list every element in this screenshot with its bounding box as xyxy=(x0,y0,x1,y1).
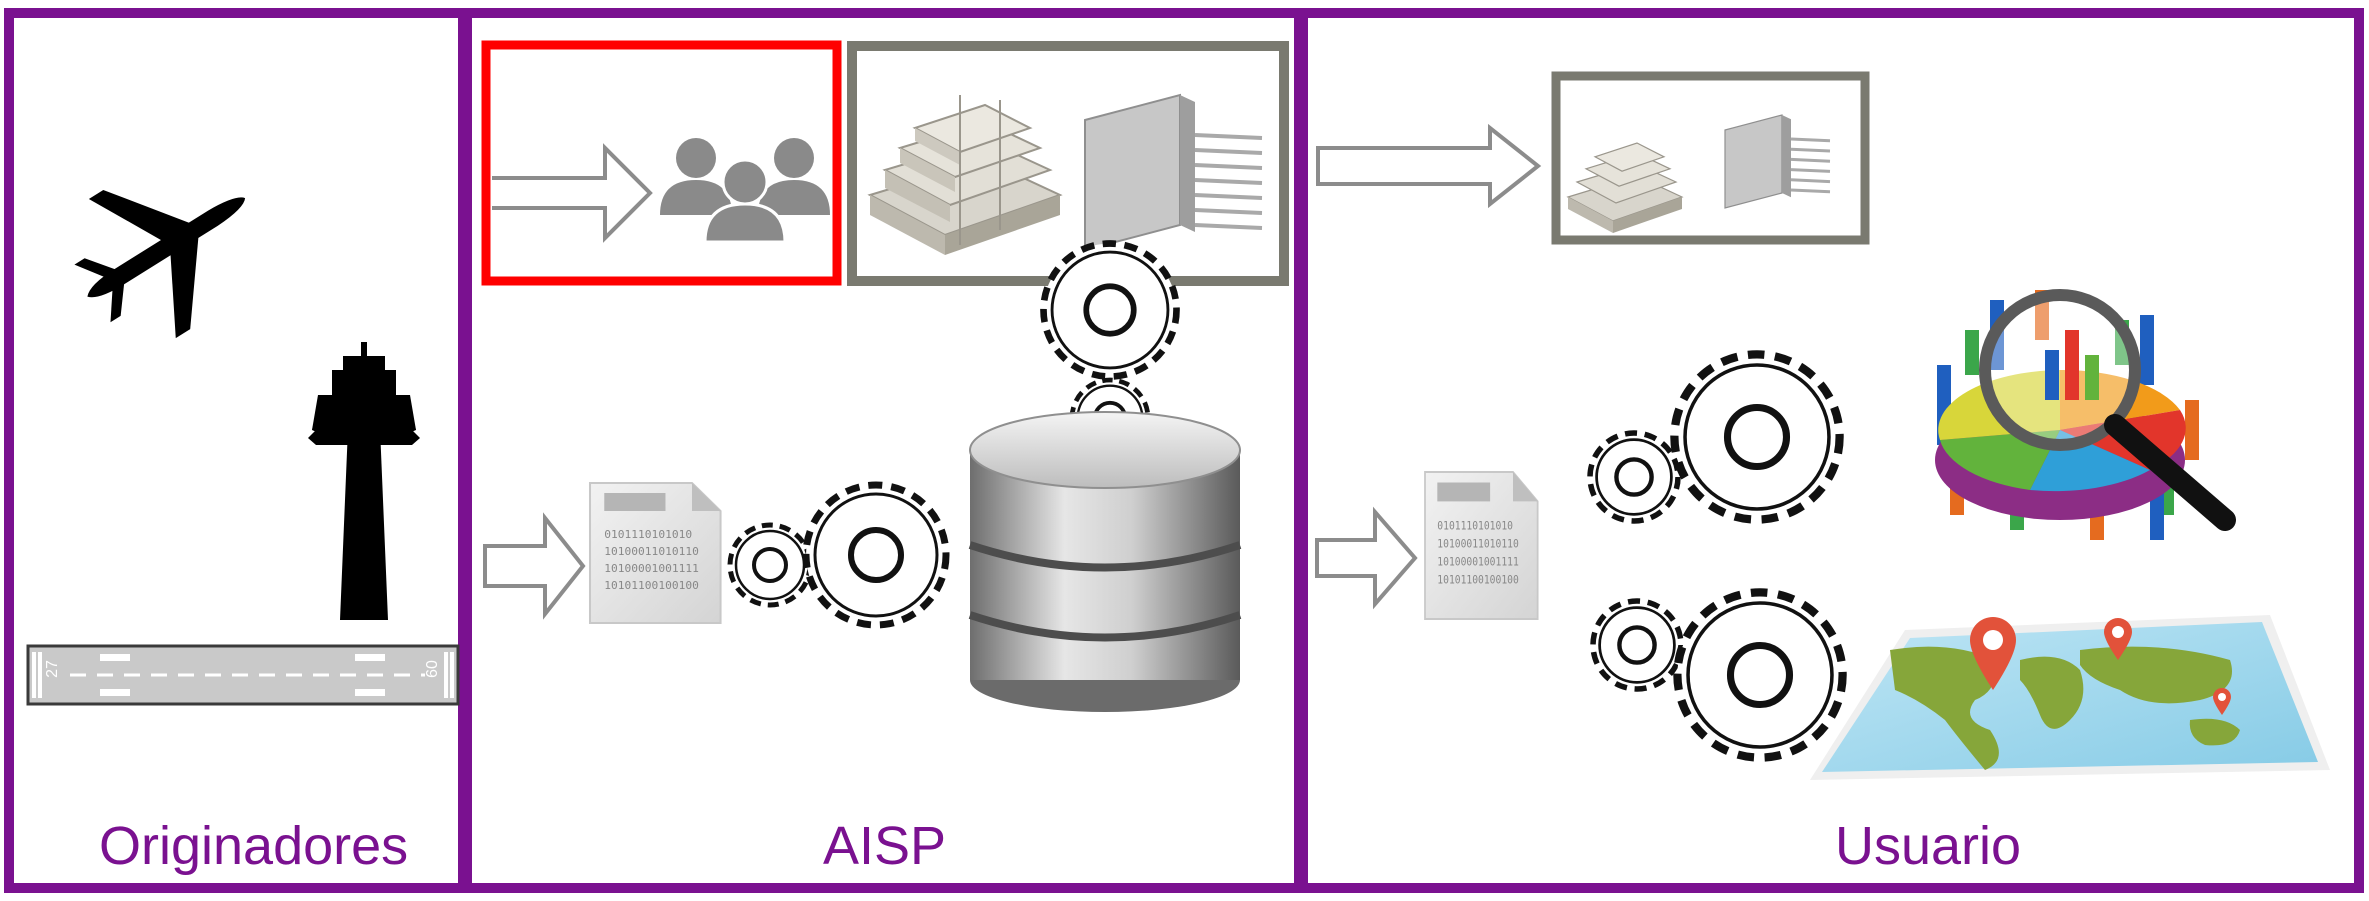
originadores-panel xyxy=(4,8,468,893)
originadores-label: Originadores xyxy=(99,816,409,876)
cd-binder-icon xyxy=(1084,93,1263,252)
cd-binder-icon xyxy=(1724,114,1831,209)
data-line: 10100011010110 xyxy=(1437,537,1518,551)
data-document-icon: 0101110101010 10100011010110 10100001001… xyxy=(1423,470,1539,621)
data-line: 10101100100100 xyxy=(604,579,699,592)
data-document-icon: 0101110101010 10100011010110 10100001001… xyxy=(588,481,722,625)
arrow-icon xyxy=(1315,506,1418,610)
arrow-icon xyxy=(1316,123,1542,209)
publications-stack-icon xyxy=(1566,142,1684,233)
aisp-label: AISP xyxy=(823,816,947,876)
highlight-box xyxy=(481,40,842,286)
runway-number-left: 27 xyxy=(43,660,61,678)
data-line: 10100001001111 xyxy=(604,562,699,575)
users-group-icon xyxy=(660,138,830,244)
gear-icon xyxy=(1044,244,1177,377)
runway-icon xyxy=(26,644,460,706)
gear-icon xyxy=(806,485,946,625)
data-line: 10101100100100 xyxy=(1437,572,1518,586)
airplane-icon xyxy=(74,189,246,339)
data-line: 10100001001111 xyxy=(1437,555,1518,569)
gear-icon xyxy=(730,525,810,605)
database-icon xyxy=(968,411,1242,712)
world-map-icon xyxy=(1810,615,2330,780)
gear-icon xyxy=(1590,433,1678,521)
gear-icon xyxy=(1674,354,1839,519)
gear-icon xyxy=(1677,592,1842,757)
runway-number-right: 09 xyxy=(421,660,439,678)
data-line: 0101110101010 xyxy=(604,528,692,541)
gear-icon xyxy=(1593,601,1681,689)
usuario-label: Usuario xyxy=(1835,816,2022,876)
arrow-icon xyxy=(492,143,653,243)
publications-stack-icon xyxy=(867,95,1063,255)
control-tower-icon xyxy=(308,342,420,620)
analytics-chart-icon xyxy=(1935,289,2236,540)
arrow-icon xyxy=(483,512,586,620)
data-line: 0101110101010 xyxy=(1437,519,1513,533)
data-line: 10100011010110 xyxy=(604,545,699,558)
